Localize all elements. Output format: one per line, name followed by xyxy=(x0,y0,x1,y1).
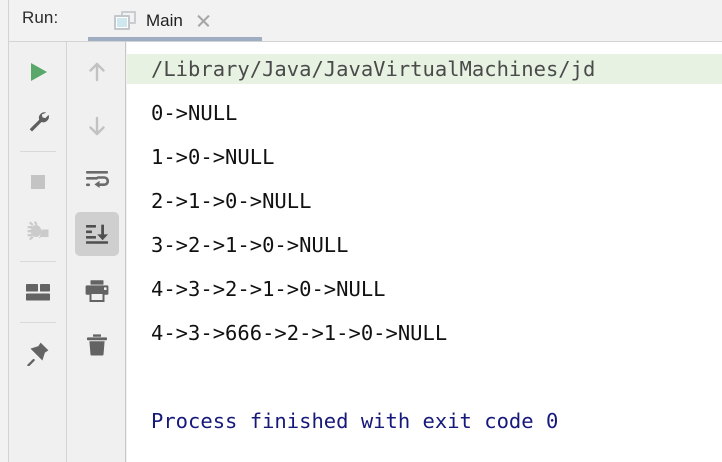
console-line: 0->NULL xyxy=(151,101,238,125)
toolbar-left-edge xyxy=(8,42,9,462)
console-line: /Library/Java/JavaVirtualMachines/jd xyxy=(127,54,722,84)
scroll-up-button[interactable] xyxy=(75,50,119,94)
play-icon xyxy=(30,63,47,81)
clear-all-button[interactable] xyxy=(75,323,119,367)
header-left-divider xyxy=(8,0,9,41)
soft-wrap-icon xyxy=(85,171,109,188)
console-line: 4->3->2->1->0->NULL xyxy=(151,277,386,301)
console-line: 1->0->NULL xyxy=(151,145,275,169)
bug-icon xyxy=(27,221,48,241)
tab-main-label: Main xyxy=(146,10,183,30)
layout-button[interactable] xyxy=(16,270,60,314)
console-line: 3->2->1->0->NULL xyxy=(151,233,349,257)
arrow-up-icon xyxy=(88,62,105,82)
toolbar-divider xyxy=(19,261,56,262)
tab-main[interactable]: Main xyxy=(88,0,262,41)
scroll-to-end-icon xyxy=(85,224,108,244)
arrow-down-icon xyxy=(88,116,105,136)
pin-icon xyxy=(26,342,48,366)
debug-button[interactable] xyxy=(16,209,60,253)
window-icon xyxy=(114,10,136,31)
tiles-icon xyxy=(25,284,50,301)
console-line xyxy=(127,362,151,392)
printer-icon xyxy=(85,280,108,302)
console-line: 2->1->0->NULL xyxy=(151,189,312,213)
toolbar-divider xyxy=(19,151,56,152)
settings-button[interactable] xyxy=(16,99,60,143)
console-line: 4->3->666->2->1->0->NULL xyxy=(151,321,448,345)
run-label: Run: xyxy=(22,8,59,27)
console-line-process-finished: Process finished with exit code 0 xyxy=(151,409,559,433)
stop-button[interactable] xyxy=(16,160,60,204)
rerun-button[interactable] xyxy=(16,50,60,94)
print-button[interactable] xyxy=(75,269,119,313)
run-toolbar-secondary xyxy=(68,42,126,462)
stop-icon xyxy=(30,175,45,189)
soft-wrap-button[interactable] xyxy=(75,158,119,202)
close-icon[interactable] xyxy=(195,13,211,29)
scroll-down-button[interactable] xyxy=(75,104,119,148)
pin-button[interactable] xyxy=(16,331,60,375)
scroll-to-end-button[interactable] xyxy=(74,212,119,256)
tab-active-indicator xyxy=(88,37,262,41)
console-output[interactable]: /Library/Java/JavaVirtualMachines/jd 0->… xyxy=(127,42,722,462)
wrench-icon xyxy=(29,112,49,132)
trash-icon xyxy=(86,334,107,356)
header-bottom-divider xyxy=(8,41,722,42)
run-toolwindow-header: Run: Main xyxy=(0,0,722,41)
run-toolbar-primary xyxy=(9,42,67,462)
toolbar-divider xyxy=(19,322,56,323)
